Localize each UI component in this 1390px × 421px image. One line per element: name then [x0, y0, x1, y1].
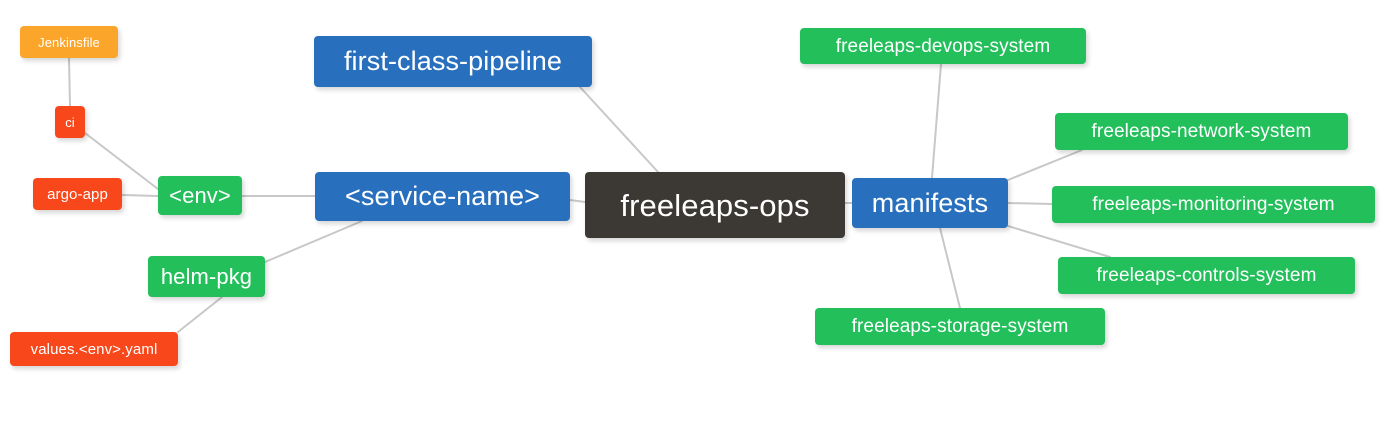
node-freeleaps-storage-system[interactable]: freeleaps-storage-system [815, 308, 1105, 345]
node-env[interactable]: <env> [158, 176, 242, 215]
edge-values-yaml-helm-pkg [177, 296, 223, 333]
edge-manifests-network [1007, 149, 1083, 181]
edge-helm-pkg-service-name [264, 220, 363, 263]
edge-manifests-controls [1007, 225, 1111, 258]
node-first-class-pipeline[interactable]: first-class-pipeline [314, 36, 592, 87]
node-ci[interactable]: ci [55, 106, 85, 138]
node-argo-app[interactable]: argo-app [33, 178, 122, 210]
edge-first-class-pipeline-ops [579, 86, 659, 173]
node-manifests[interactable]: manifests [852, 178, 1008, 228]
edge-service-name-ops [569, 199, 586, 203]
node-freeleaps-ops[interactable]: freeleaps-ops [585, 172, 845, 238]
node-jenkinsfile[interactable]: Jenkinsfile [20, 26, 118, 58]
node-freeleaps-devops-system[interactable]: freeleaps-devops-system [800, 28, 1086, 64]
node-service-name[interactable]: <service-name> [315, 172, 570, 221]
node-values-yaml[interactable]: values.<env>.yaml [10, 332, 178, 366]
edge-manifests-devops [931, 63, 942, 179]
edge-argo-app-env [121, 194, 159, 197]
node-freeleaps-controls-system[interactable]: freeleaps-controls-system [1058, 257, 1355, 294]
edge-manifests-storage [939, 227, 961, 309]
edge-jenkinsfile-ci [68, 57, 71, 107]
edge-manifests-monitoring [1007, 202, 1053, 205]
node-freeleaps-monitoring-system[interactable]: freeleaps-monitoring-system [1052, 186, 1375, 223]
node-helm-pkg[interactable]: helm-pkg [148, 256, 265, 297]
node-freeleaps-network-system[interactable]: freeleaps-network-system [1055, 113, 1348, 150]
